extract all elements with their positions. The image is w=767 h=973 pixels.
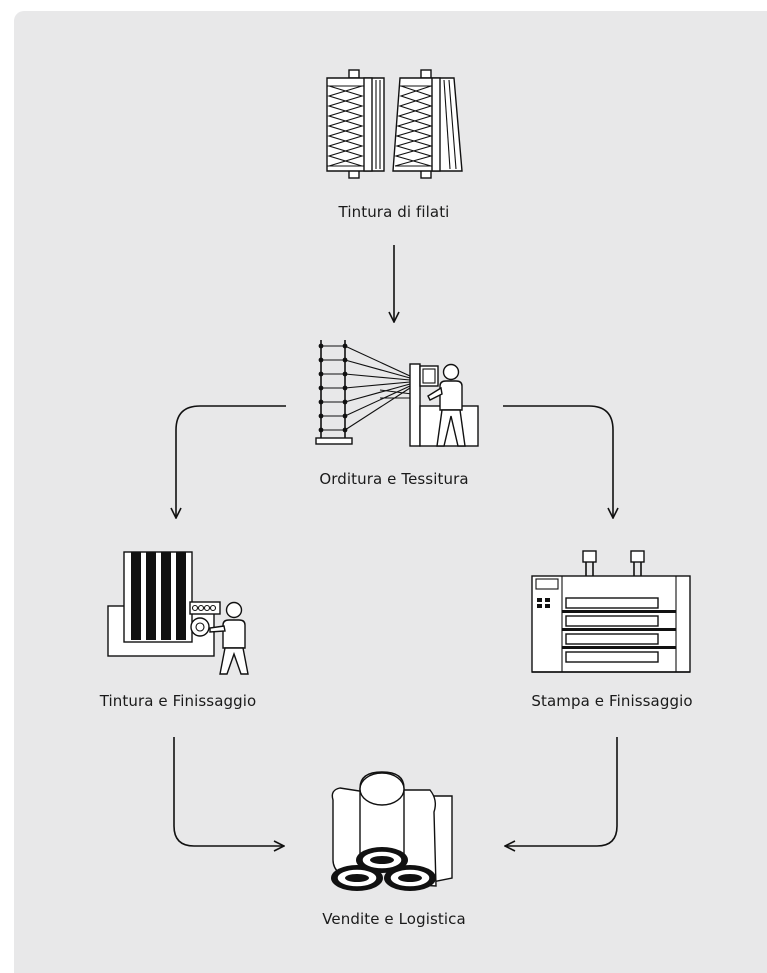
- arrow-weaving-to-printing: [503, 405, 613, 518]
- fabric-rolls-icon: [331, 771, 453, 891]
- dyeing-machine-icon: [107, 551, 249, 675]
- arrow-weaving-to-dyeing: [176, 405, 286, 518]
- warping-loom-icon: [315, 340, 479, 447]
- yarn-cones-icon: [326, 69, 463, 179]
- label-printing-finishing: Stampa e Finissaggio: [531, 692, 693, 710]
- label-sales-logistics: Vendite e Logistica: [322, 910, 466, 928]
- arrow-printing-to-sales: [505, 737, 618, 846]
- label-yarn-dyeing: Tintura di filati: [338, 203, 450, 221]
- label-warping-weaving: Orditura e Tessitura: [319, 470, 469, 488]
- printing-machine-icon: [531, 550, 691, 673]
- arrow-dyeing-to-sales: [173, 737, 284, 846]
- label-dyeing-finishing: Tintura e Finissaggio: [99, 692, 257, 710]
